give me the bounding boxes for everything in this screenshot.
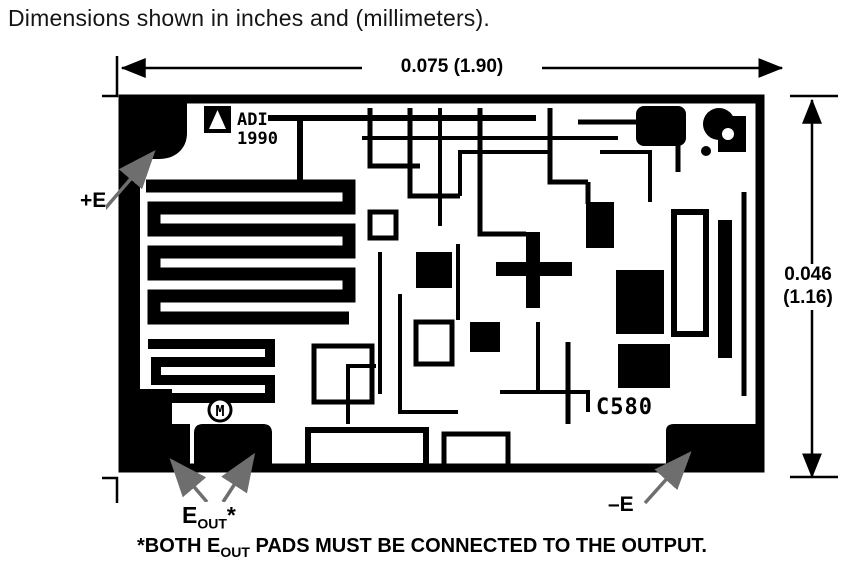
footnote-suffix: PADS MUST BE CONNECTED TO THE OUTPUT. [249, 535, 707, 557]
top-right-dot [701, 146, 711, 156]
footnote-prefix: *BOTH E [137, 535, 221, 557]
width-dimension-label: 0.075 (1.90) [362, 56, 542, 79]
plus-e-pad [123, 99, 187, 159]
footnote: *BOTH EOUT PADS MUST BE CONNECTED TO THE… [0, 535, 844, 560]
height-dimension-label: 0.046 (1.16) [772, 264, 844, 310]
adi-logo [204, 106, 231, 133]
height-inches: 0.046 [784, 264, 832, 285]
pointer-arrows [101, 150, 692, 505]
left-edge-bar [123, 149, 140, 399]
eout-right-arrow [221, 452, 256, 503]
eout-base: E [182, 502, 198, 528]
plus-e-label: +E [80, 189, 107, 213]
top-right-pad [636, 106, 686, 146]
minus-e-arrow [643, 451, 692, 505]
plus-e-arrow [101, 150, 156, 213]
die-traces [146, 108, 747, 424]
height-millimeters: (1.16) [783, 286, 833, 308]
height-dimension-line [102, 94, 838, 503]
eout-pad-left [123, 389, 190, 469]
eout-asterisk: * [226, 502, 236, 528]
figure-caption: Dimensions shown in inches and (millimet… [8, 5, 490, 31]
minus-e-label: –E [608, 493, 634, 517]
die-part-number: C580 [596, 395, 653, 420]
footnote-subscript: OUT [220, 544, 250, 560]
mask-mark-letter: M [215, 402, 224, 420]
mask-revision-mark: M [207, 397, 233, 423]
eout-subscript: OUT [197, 515, 227, 532]
die-logo-text: ADI [237, 110, 268, 130]
die-blocks [305, 202, 732, 469]
blob-notch [722, 128, 734, 140]
eout-label: EOUT* [182, 502, 236, 532]
eout-left-arrow [169, 458, 209, 504]
die-year-text: 1990 [237, 129, 278, 149]
